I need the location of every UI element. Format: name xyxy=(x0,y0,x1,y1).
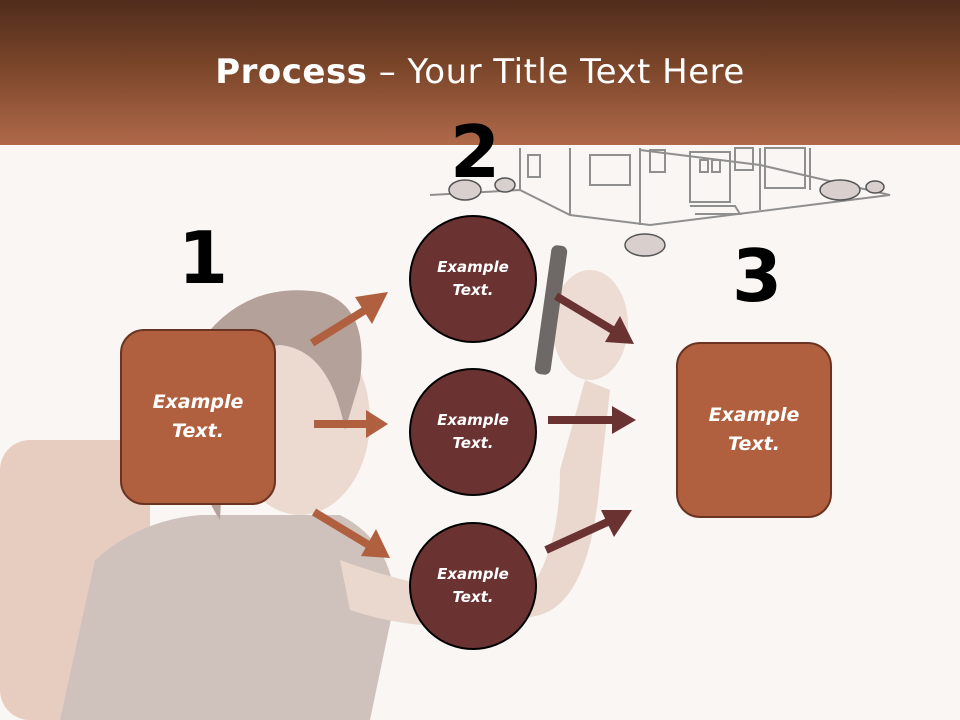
step-box-1: Example Text. xyxy=(120,329,276,505)
step-number-1: 1 xyxy=(178,216,229,300)
step-number-3: 3 xyxy=(732,234,783,318)
step-box-3-text: Example Text. xyxy=(708,404,800,455)
title-banner xyxy=(0,0,960,145)
process-circle-3: Example Text. xyxy=(409,522,537,650)
process-circle-2-text: Example Text. xyxy=(437,411,509,452)
page-title: Process – Your Title Text Here xyxy=(0,52,960,92)
step-number-2: 2 xyxy=(450,110,501,194)
process-circle-1-text: Example Text. xyxy=(437,258,509,299)
arrow-from-circle-1 xyxy=(553,292,634,344)
arrow-to-circle-1 xyxy=(309,292,388,347)
step-box-1-text: Example Text. xyxy=(152,391,244,442)
process-circle-2: Example Text. xyxy=(409,368,537,496)
process-circle-3-text: Example Text. xyxy=(437,565,509,606)
arrow-from-circle-2 xyxy=(548,406,636,434)
title-rest: – Your Title Text Here xyxy=(367,52,745,92)
process-circle-1: Example Text. xyxy=(409,215,537,343)
arrow-to-circle-2 xyxy=(314,410,388,438)
arrow-from-circle-3 xyxy=(544,510,632,554)
arrow-to-circle-3 xyxy=(311,508,390,558)
title-bold: Process xyxy=(215,52,368,92)
step-box-3: Example Text. xyxy=(676,342,832,518)
